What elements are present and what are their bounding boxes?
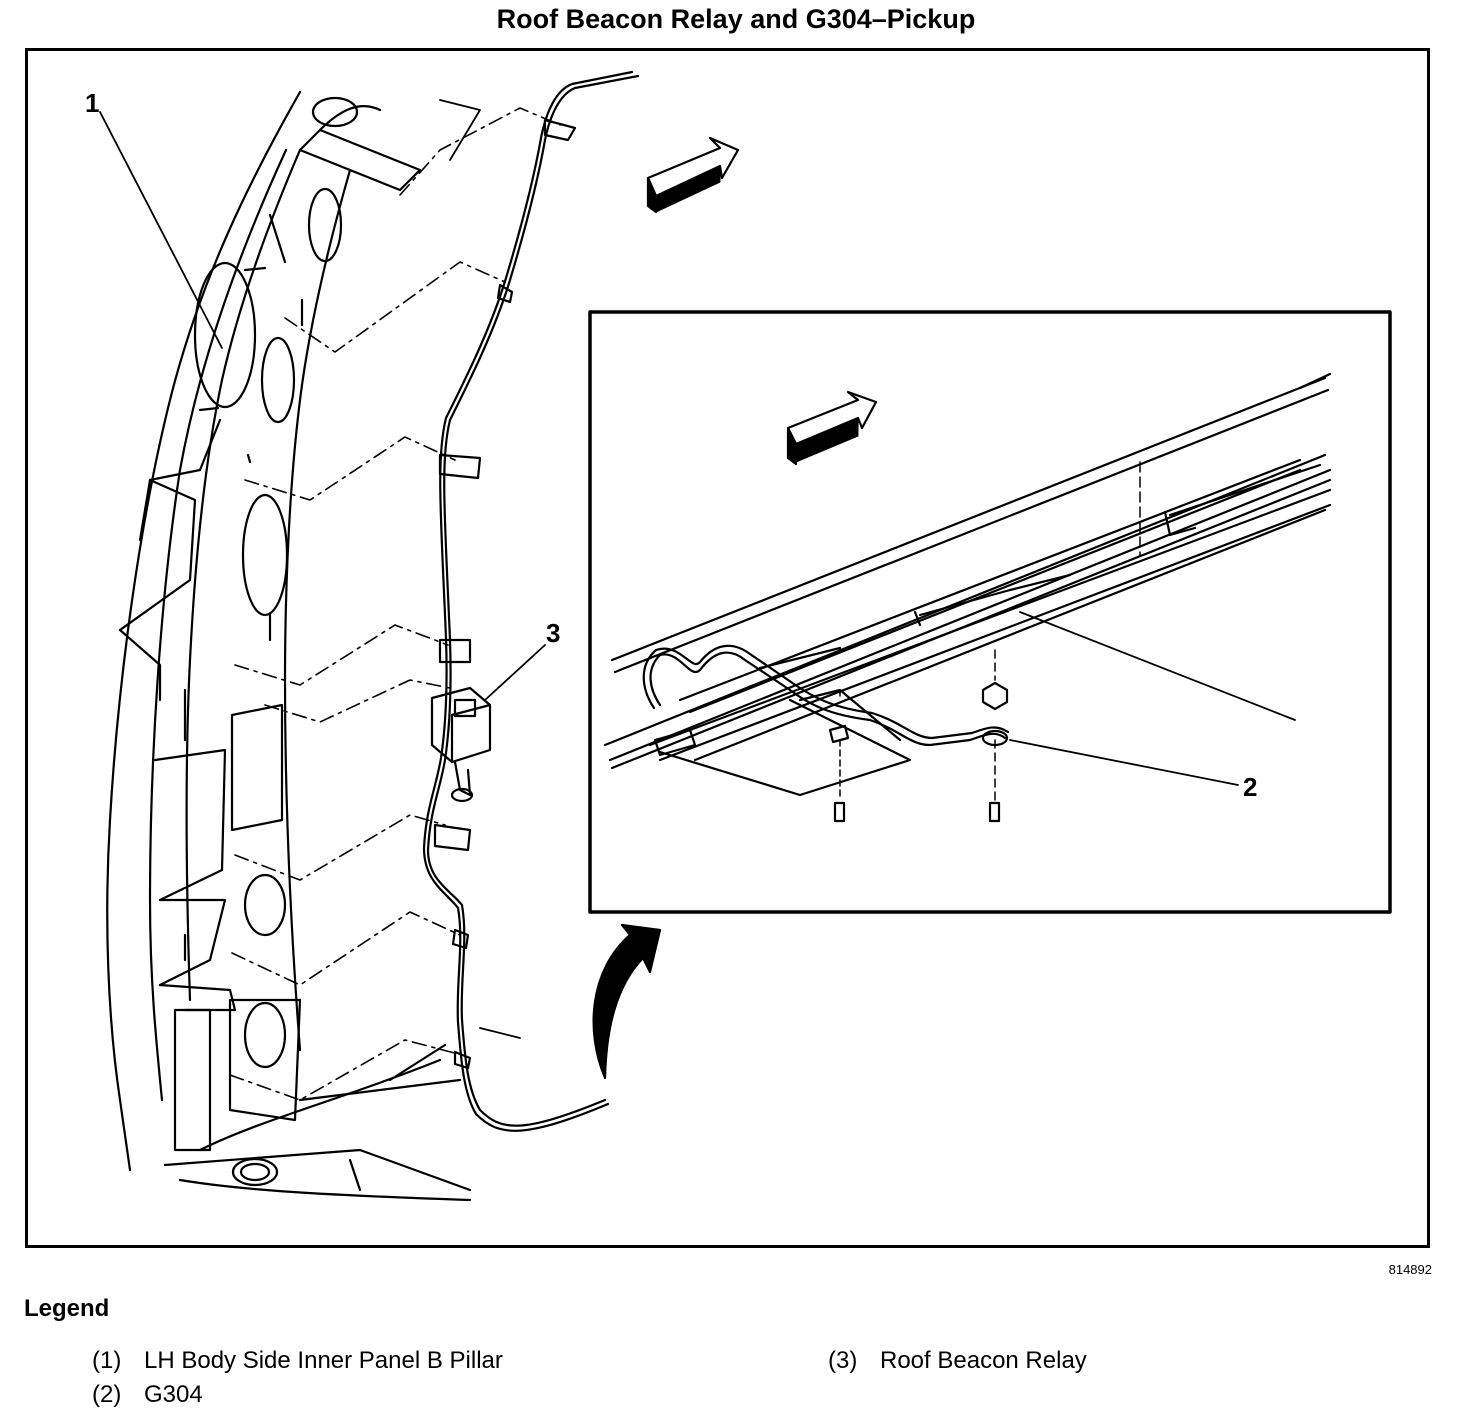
figure-id: 814892 (1388, 1262, 1432, 1277)
roof-beacon-relay (430, 686, 492, 764)
callout-1-leader (99, 111, 223, 349)
detail-view-arrow-icon (592, 923, 662, 1080)
legend-item-number: (3) (828, 1347, 858, 1374)
legend-item-number: (2) (92, 1381, 122, 1408)
clip-alignment-lines (229, 107, 561, 1101)
callout-3-label: 3 (546, 618, 561, 648)
legend-item-label: Roof Beacon Relay (880, 1347, 1087, 1374)
callout-2-leader (1009, 739, 1239, 786)
detail-inset-artwork (603, 372, 1332, 823)
legend-item-3: (3) Roof Beacon Relay (828, 1347, 1087, 1375)
callout-3-leader (484, 644, 546, 701)
detail-inset-frame (588, 310, 1392, 914)
legend-heading: Legend (24, 1295, 110, 1322)
legend-item-2: (2) G304 (92, 1381, 203, 1409)
front-direction-arrow-icon (646, 136, 740, 214)
diagram-frame (25, 48, 1430, 1248)
b-pillar-panel (106, 90, 472, 1202)
legend-item-number: (1) (92, 1347, 122, 1374)
legend-item-label: LH Body Side Inner Panel B Pillar (144, 1347, 503, 1374)
callout-1-label: 1 (85, 88, 100, 118)
callout-2-label: 2 (1243, 772, 1258, 802)
legend-item-1: (1) LH Body Side Inner Panel B Pillar (92, 1347, 503, 1375)
roof-beacon-harness (422, 70, 640, 1132)
g304-location-leader (1019, 611, 1296, 721)
legend-item-label: G304 (144, 1381, 203, 1408)
diagram-title: Roof Beacon Relay and G304–Pickup (496, 4, 976, 34)
